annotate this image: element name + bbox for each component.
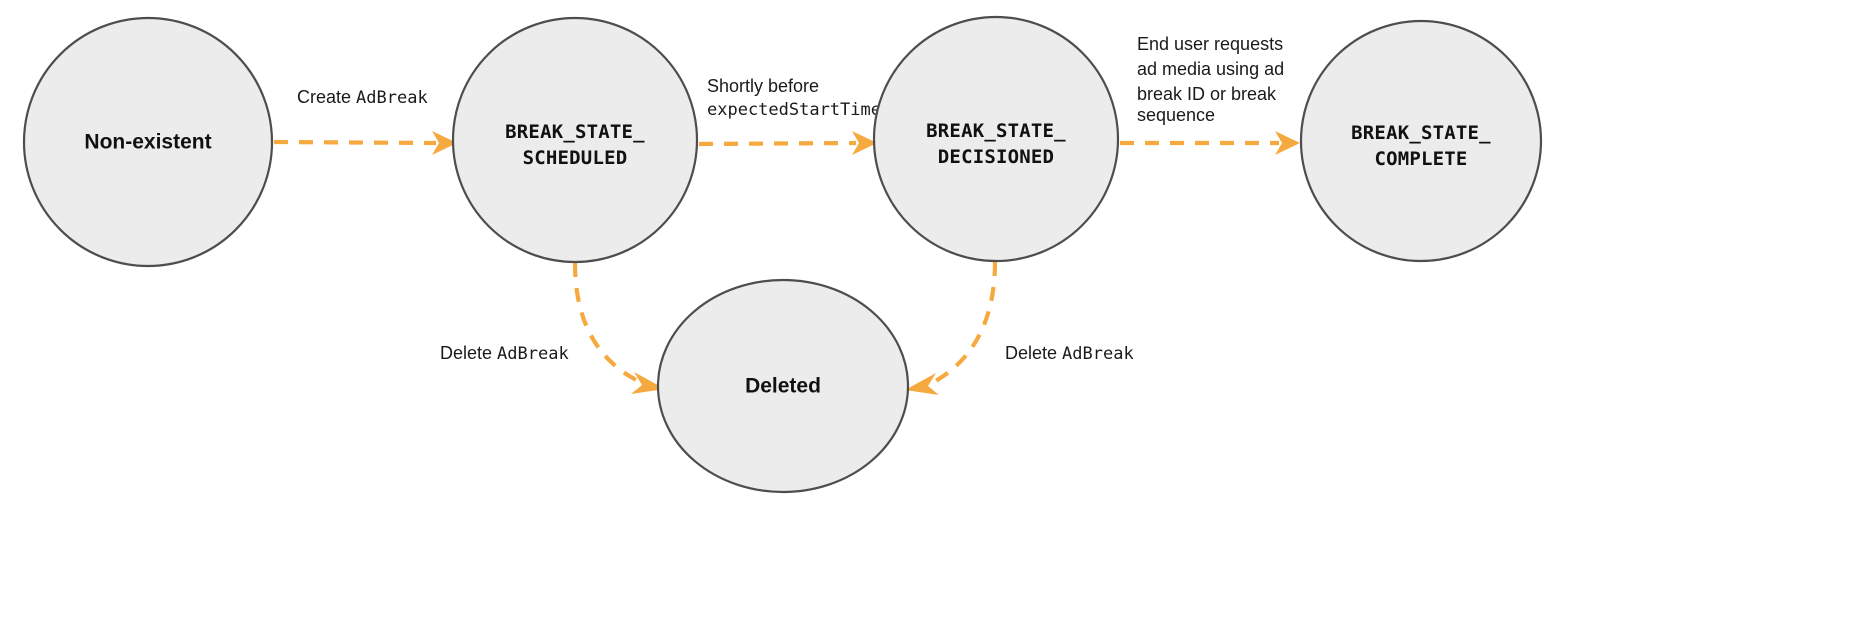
node-deleted-label: Deleted [745, 375, 821, 398]
edge-end-user-requests-label-line-2: ad media using ad [1137, 59, 1284, 79]
edge-end-user-requests-label-line-3: break ID or break [1137, 84, 1277, 104]
node-break-state-decisioned-shape[interactable] [872, 15, 1120, 263]
edge-delete-from-scheduled-label: Delete AdBreak [440, 343, 569, 364]
edge-delete-from-decisioned-line [929, 261, 998, 386]
node-break-state-scheduled-label-line1: BREAK_STATE_ [505, 121, 645, 143]
edge-delete-adbreak-from-decisioned: Delete AdBreak [905, 261, 1134, 395]
edge-end-user-requests-label-line-1: End user requests [1137, 34, 1283, 54]
node-deleted-shape[interactable] [656, 278, 910, 494]
edge-shortly-before-label-line1: Shortly before [707, 76, 819, 96]
edge-shortly-before-label-line2: expectedStartTime [707, 100, 881, 120]
edge-shortly-before-arrowhead [852, 131, 877, 155]
node-break-state-decisioned-label-line1: BREAK_STATE_ [926, 120, 1066, 142]
node-non-existent[interactable]: Non-existent [22, 16, 274, 268]
edge-shortly-before-expected-start-time: Shortly before expectedStartTime [698, 76, 881, 155]
edge-delete-from-decisioned-label: Delete AdBreak [1005, 343, 1134, 364]
edge-delete-from-scheduled-line [572, 262, 641, 384]
node-break-state-complete-shape[interactable] [1299, 19, 1543, 263]
edge-create-adbreak-label: Create AdBreak [297, 87, 428, 108]
edge-shortly-before-line [698, 140, 857, 147]
node-break-state-complete-label-line1: BREAK_STATE_ [1351, 122, 1491, 144]
edge-end-user-requests-ad-media: End user requests ad media using ad brea… [1120, 34, 1300, 155]
node-break-state-scheduled[interactable]: BREAK_STATE_ SCHEDULED [451, 16, 699, 264]
node-non-existent-shape[interactable] [22, 16, 274, 268]
node-break-state-decisioned[interactable]: BREAK_STATE_ DECISIONED [872, 15, 1120, 263]
edge-delete-adbreak-from-scheduled: Delete AdBreak [440, 262, 665, 394]
node-non-existent-label: Non-existent [84, 131, 211, 154]
edge-end-user-requests-arrowhead [1275, 131, 1300, 155]
edge-create-adbreak-arrowhead [432, 131, 457, 155]
edge-create-adbreak: Create AdBreak [273, 87, 457, 155]
node-break-state-scheduled-label-line2: SCHEDULED [523, 147, 628, 169]
edge-delete-from-scheduled-arrowhead [631, 372, 665, 394]
node-break-state-complete-label-line2: COMPLETE [1374, 148, 1467, 170]
node-deleted[interactable]: Deleted [656, 278, 910, 494]
edge-create-adbreak-line [273, 139, 437, 146]
node-break-state-scheduled-shape[interactable] [451, 16, 699, 264]
node-break-state-complete[interactable]: BREAK_STATE_ COMPLETE [1299, 19, 1543, 263]
edge-delete-from-decisioned-arrowhead [905, 373, 939, 395]
edge-end-user-requests-label-line-4: sequence [1137, 105, 1215, 125]
node-break-state-decisioned-label-line2: DECISIONED [938, 146, 1054, 168]
